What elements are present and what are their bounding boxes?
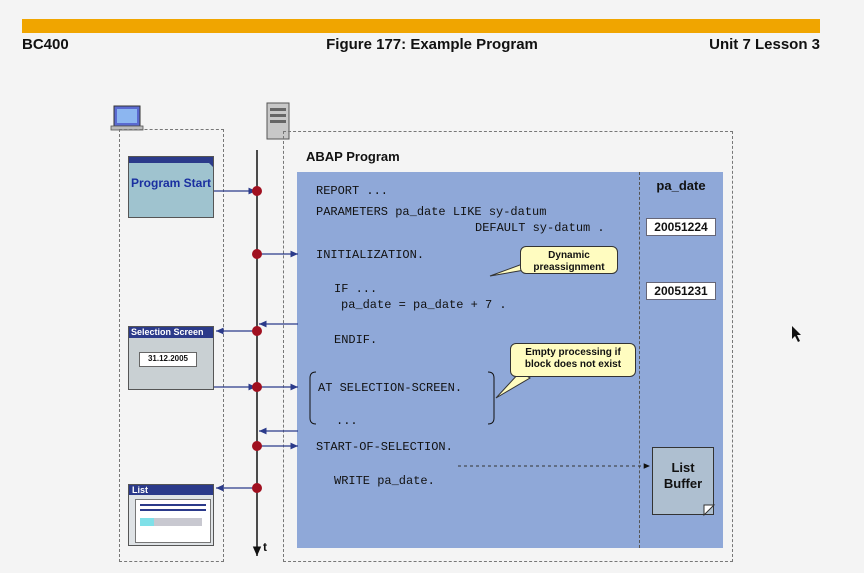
list-buffer: List Buffer	[652, 447, 714, 515]
list-buffer-corner	[703, 504, 716, 517]
program-start-panel: Program Start	[128, 156, 214, 218]
abap-program-title: ABAP Program	[306, 149, 400, 164]
server-icon	[266, 102, 290, 140]
client-frame	[119, 129, 224, 562]
variable-title: pa_date	[656, 178, 706, 193]
list-document-icon	[135, 499, 211, 543]
server-frame	[283, 131, 733, 562]
mouse-cursor-icon	[792, 326, 801, 342]
code-write: WRITE pa_date.	[334, 474, 435, 488]
block-bracket-right	[487, 371, 495, 425]
figure-title: Figure 177: Example Program	[326, 36, 538, 53]
list-title: List	[129, 485, 213, 495]
code-default: DEFAULT sy-datum .	[475, 221, 605, 235]
program-start-label: Program Start	[130, 176, 212, 190]
code-ellipsis: ...	[336, 414, 358, 428]
list-panel: List	[128, 484, 214, 546]
event-dot	[252, 441, 262, 451]
value-box-updated: 20051231	[646, 282, 716, 300]
event-dot	[252, 326, 262, 336]
selection-screen-panel: Selection Screen 31.12.2005	[128, 326, 214, 390]
unit-lesson: Unit 7 Lesson 3	[709, 36, 820, 53]
code-report: REPORT ...	[316, 184, 389, 198]
header-accent-bar	[22, 19, 820, 33]
block-bracket-left	[309, 371, 317, 425]
code-start-of-selection: START-OF-SELECTION.	[316, 440, 453, 454]
code-endif: ENDIF.	[334, 333, 378, 347]
code-parameters: PARAMETERS pa_date LIKE sy-datum	[316, 205, 547, 219]
code-if: IF ...	[334, 282, 378, 296]
event-dot	[252, 382, 262, 392]
course-code: BC400	[22, 36, 69, 53]
desktop-computer-icon	[110, 105, 144, 131]
event-dot	[252, 483, 262, 493]
code-initialization: INITIALIZATION.	[316, 248, 425, 262]
callout-dynamic-preassignment: Dynamic preassignment	[520, 246, 618, 274]
event-dot	[252, 186, 262, 196]
code-at-selection-screen: AT SELECTION-SCREEN.	[318, 381, 463, 395]
selection-screen-title: Selection Screen	[129, 327, 213, 338]
event-dot	[252, 249, 262, 259]
code-assign: pa_date = pa_date + 7 .	[341, 298, 507, 312]
callout-empty-processing: Empty processing if block does not exist	[510, 343, 636, 377]
time-axis-label: t	[263, 540, 267, 554]
value-box-initial: 20051224	[646, 218, 716, 236]
selection-date-field: 31.12.2005	[139, 352, 197, 367]
